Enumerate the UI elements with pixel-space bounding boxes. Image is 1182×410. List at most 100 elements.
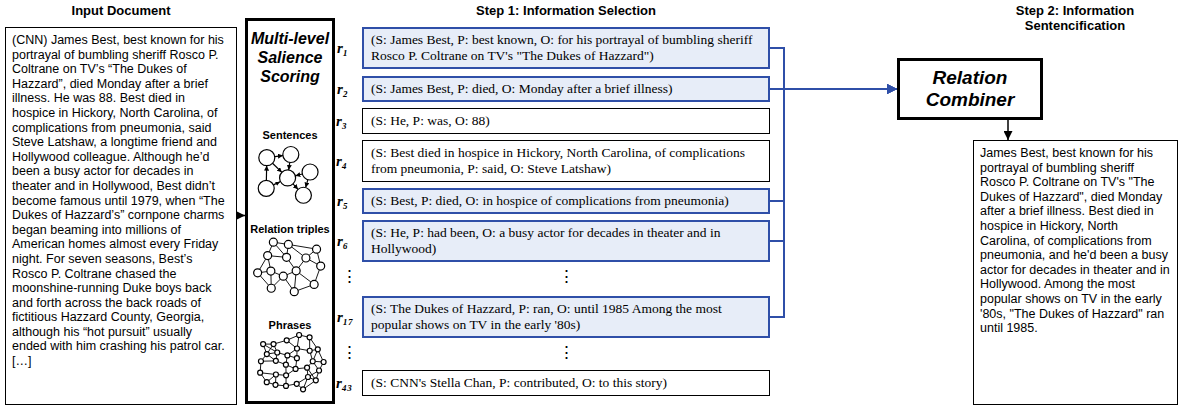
graph-edge (288, 370, 293, 374)
graph-edge (262, 375, 266, 380)
graph-edge (309, 340, 310, 348)
graph-node (273, 382, 278, 387)
graph-node (279, 272, 287, 280)
graph-edge (290, 356, 295, 357)
ellipsis: ⋮ (362, 343, 770, 363)
graph-edge (320, 364, 322, 368)
graph-node (293, 366, 298, 371)
relation-triple-box: r₄₃(S: CNN's Stella Chan, P: contributed… (362, 370, 770, 396)
graph-edge (269, 383, 273, 384)
graph-edge (315, 361, 321, 362)
relation-id: r₁ (337, 40, 361, 56)
graph-edge (264, 346, 266, 351)
graph-edge (289, 336, 297, 339)
connector-arrow (770, 89, 897, 241)
graph-edge (288, 384, 294, 385)
graph-node (259, 150, 275, 166)
graph-edge (289, 162, 290, 170)
graph-node (267, 267, 275, 275)
graph-edge (285, 367, 286, 373)
ellipsis: ⋮ (338, 267, 360, 287)
graph-edge (269, 356, 274, 360)
graph-node (283, 383, 288, 388)
graph-edge (306, 180, 308, 188)
graph-node (269, 238, 277, 246)
relation-id: r₃ (336, 113, 360, 129)
graph-edge (292, 245, 312, 248)
ellipsis: ⋮ (338, 343, 360, 363)
graph-node (295, 346, 300, 351)
connector-arrow (1007, 120, 1009, 140)
graph-edge (278, 362, 283, 364)
graph-node (258, 180, 274, 196)
relation-triple-box: r₂(S: James Best, P: died, O: Monday aft… (362, 76, 770, 102)
graph-edge (293, 184, 298, 190)
graph-edge (299, 349, 307, 350)
graph-edge (307, 370, 308, 374)
graph-edge (269, 376, 274, 380)
box-title: Relation Combiner (906, 67, 1034, 111)
connector-arrow (237, 215, 245, 217)
graph-edge (287, 248, 289, 253)
graph-node (273, 358, 278, 363)
graph-edge (314, 352, 317, 359)
graph-node (310, 280, 318, 288)
column-header: Step 2: Information Sentencification (985, 4, 1165, 34)
graph-node (264, 352, 269, 357)
graph-edge (299, 273, 311, 282)
graph-edge (287, 272, 292, 274)
graph-node (295, 187, 311, 203)
graph-edge (263, 373, 274, 374)
graph-node (283, 362, 288, 367)
graph-edge (295, 174, 302, 176)
graph-node (302, 164, 318, 180)
graph-node (315, 347, 320, 352)
graph-edge (276, 245, 284, 254)
relation-text: (S: Best, P: died, O: in hospice of comp… (371, 193, 761, 209)
graph-edge (260, 259, 266, 269)
graph-edge (262, 271, 267, 273)
salience-graph (258, 332, 326, 391)
graph-node (313, 245, 321, 253)
level-label: Phrases (248, 319, 332, 332)
graph-node (261, 342, 266, 347)
relation-combiner: Relation Combiner (897, 58, 1043, 120)
graph-edge (277, 243, 284, 244)
graph-edge (288, 366, 293, 368)
graph-node (267, 284, 275, 292)
relation-text: (S: CNN's Stella Chan, P: contributed, O… (371, 375, 761, 391)
graph-edge (311, 339, 316, 347)
graph-edge (304, 379, 307, 387)
graph-edge (275, 346, 277, 350)
column-header: Step 1: Information Selection (362, 4, 770, 19)
relation-triple-box: r₁(S: James Best, P: best known, O: for … (362, 27, 770, 69)
relation-triple-box: r₅(S: Best, P: died, O: in hospice of co… (362, 188, 770, 214)
graph-edge (286, 279, 292, 288)
graph-edge (274, 279, 280, 285)
graph-node (294, 356, 299, 361)
document-text: James Best, best known for his portrayal… (980, 146, 1171, 336)
graph-node (297, 332, 302, 337)
column-header: Input Document (5, 4, 237, 19)
graph-edge (275, 156, 283, 157)
graph-edge (298, 286, 310, 290)
graph-node (302, 254, 310, 262)
graph-edge (296, 351, 297, 356)
relation-text: (S: The Dukes of Hazzard, P: ran, O: unt… (371, 301, 761, 333)
graph-edge (276, 341, 284, 343)
graph-edge (275, 377, 276, 382)
graph-edge (289, 261, 294, 268)
box-title: Multi-level Salience Scoring (248, 29, 332, 86)
graph-node (275, 350, 280, 355)
graph-node (280, 170, 296, 186)
graph-node (264, 252, 272, 260)
graph-node (305, 374, 310, 379)
graph-node (307, 335, 312, 340)
graph-edge (319, 352, 323, 360)
relation-id: r₆ (337, 233, 361, 249)
input-document: (CNN) James Best, best known for his por… (5, 27, 237, 405)
graph-node (321, 360, 326, 365)
graph-edge (273, 181, 280, 184)
graph-edge (309, 260, 317, 264)
